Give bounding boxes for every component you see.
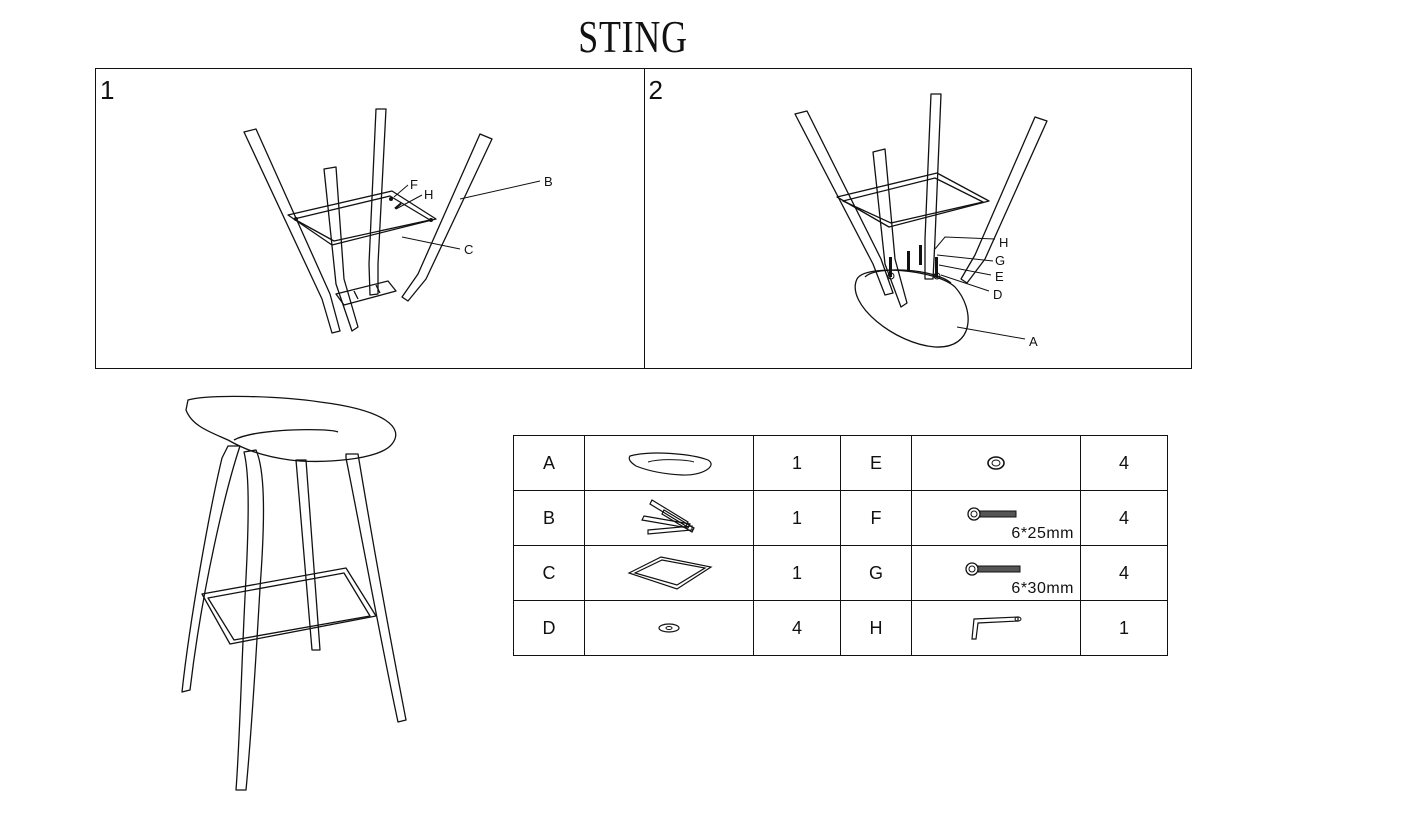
part-quantity: 4 — [1080, 490, 1168, 546]
step-1-diagram: F H B C — [243, 108, 553, 334]
part-quantity: 4 — [753, 600, 841, 656]
step-2-panel: 2 — [643, 69, 1192, 368]
part-letter: H — [840, 600, 912, 656]
callout-e: E — [995, 269, 1004, 284]
part-letter: G — [840, 545, 912, 601]
step-2-diagram: H G E D A — [793, 93, 1048, 349]
step-1-panel: 1 — [96, 69, 644, 368]
part-quantity: 1 — [753, 435, 841, 491]
callout-h: H — [424, 187, 433, 202]
inverted-leg-frame — [243, 108, 493, 334]
bolt-size-label: 6*25mm — [1011, 525, 1074, 542]
leader-lines-step2 — [934, 236, 1025, 340]
legs-bundle-icon — [584, 490, 754, 546]
part-quantity: 1 — [753, 545, 841, 601]
step-number: 2 — [648, 75, 663, 105]
table-row: D 4 H 1 — [513, 600, 1168, 656]
part-letter: D — [513, 600, 585, 656]
step-number: 1 — [100, 75, 115, 105]
seat-shell-icon — [584, 435, 754, 491]
part-quantity: 4 — [1080, 435, 1168, 491]
part-quantity: 1 — [1080, 600, 1168, 656]
callout-c: C — [464, 242, 473, 257]
bolt-size-label: 6*30mm — [1011, 580, 1074, 597]
footrest-frame-icon — [584, 545, 754, 601]
part-letter: E — [840, 435, 912, 491]
spring-washer-icon — [911, 435, 1081, 491]
table-row: C 1 G 6*30mm 4 — [513, 545, 1168, 601]
allen-key-icon — [911, 600, 1081, 656]
callout-b: B — [544, 174, 553, 189]
part-quantity: 1 — [753, 490, 841, 546]
table-row: A 1 E 4 — [513, 435, 1168, 491]
part-letter: B — [513, 490, 585, 546]
callout-g: G — [995, 253, 1005, 268]
assembly-steps: 1 — [95, 68, 1192, 369]
leader-lines-step1 — [393, 180, 541, 250]
part-letter: C — [513, 545, 585, 601]
part-letter: F — [840, 490, 912, 546]
inverted-stool — [793, 93, 1048, 348]
callout-f: F — [410, 177, 418, 192]
bolt-icon: 6*25mm — [911, 490, 1081, 546]
table-row: B 1 F 6*25mm 4 — [513, 490, 1168, 546]
assembled-stool-drawing — [181, 395, 407, 791]
callout-d: D — [993, 287, 1002, 302]
part-quantity: 4 — [1080, 545, 1168, 601]
bolt-icon: 6*30mm — [911, 545, 1081, 601]
callout-a: A — [1029, 334, 1038, 349]
washer-icon — [584, 600, 754, 656]
bolts-step1 — [294, 197, 433, 222]
parts-list-table: A 1 E 4 B 1 F 6*25mm 4 C 1 G 6*30mm — [513, 435, 1168, 656]
hardware-step2 — [887, 245, 940, 280]
callout-h: H — [999, 235, 1008, 250]
page-title: STING — [578, 11, 688, 62]
part-letter: A — [513, 435, 585, 491]
